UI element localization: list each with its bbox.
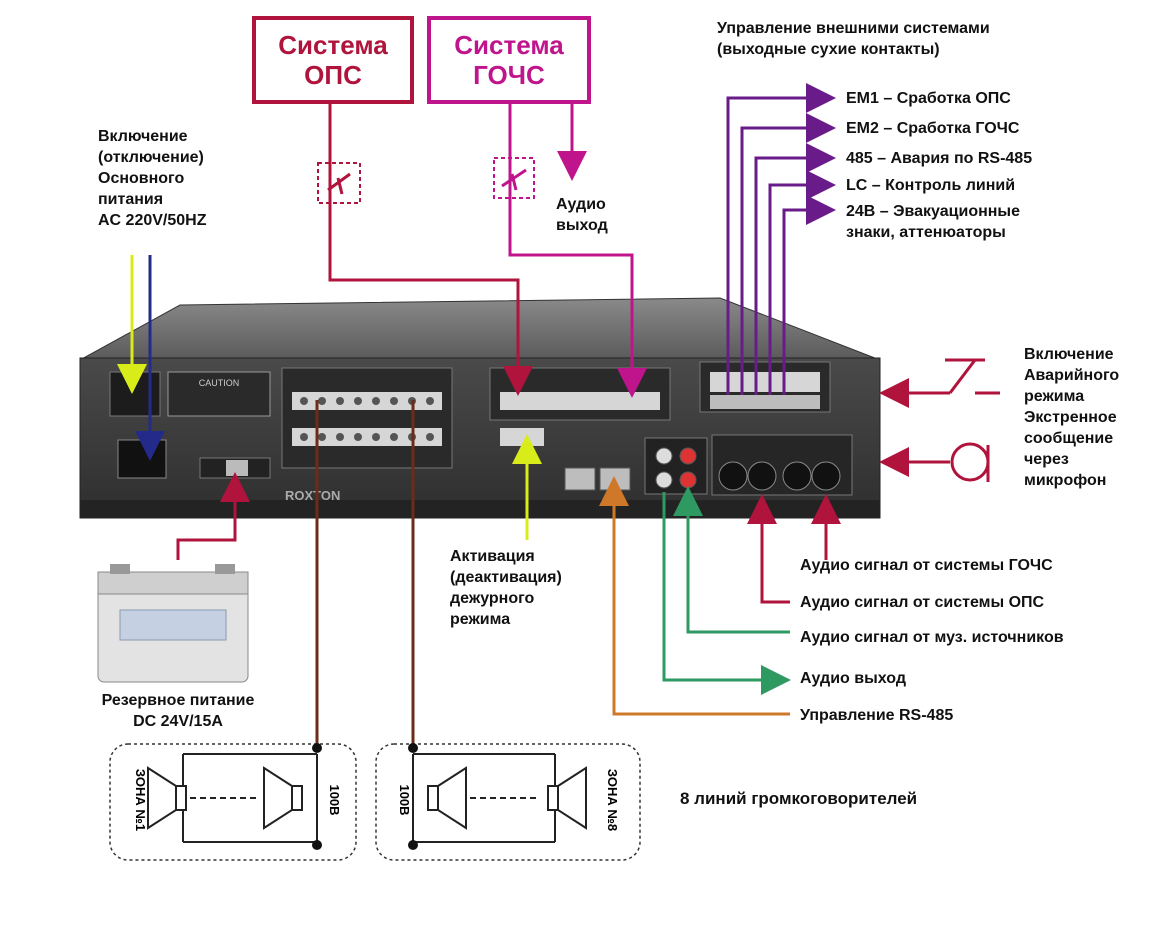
ops-wire [328, 102, 533, 396]
audio-out-top-label: Аудио выход [556, 196, 608, 234]
backup-power-label: Резервное питание DC 24V/15A [101, 692, 255, 730]
zone8-node-top [408, 743, 418, 753]
zone-terminal-screws [300, 397, 434, 441]
gochs-contact-icon [501, 168, 527, 191]
evac-label: 24В – Эвакуационные знаки, аттенюаторы [846, 203, 1020, 241]
ops-system-label: Система ОПС [278, 30, 388, 90]
em1-label: EM1 – Сработка ОПС [846, 90, 1011, 107]
dry-contact-wires [726, 83, 836, 395]
gochs-switch-icon [493, 157, 535, 199]
ops-system-box-frame [252, 16, 414, 104]
emergency-mode-label: Включение Аварийного режима Экстренное с… [1024, 346, 1120, 489]
audio-out-wire [662, 492, 791, 695]
zone8-group [375, 743, 641, 861]
standby-mode-label: Активация (деактивация) дежурного режима [450, 548, 562, 628]
gochs-system-label: Система ГОЧС [454, 30, 564, 90]
zone1-label: ЗОНА №1 [133, 769, 148, 831]
zone1-group [109, 743, 357, 861]
voltage-right-label: 100В [397, 784, 412, 815]
battery-icon [97, 564, 249, 683]
speaker-lines-label: 8 линий громкоговорителей [680, 789, 918, 808]
rs485-wire [599, 476, 790, 716]
main-power-label: Включение (отключение) Основного питания… [98, 128, 207, 229]
zone1-speakers-icon [147, 753, 318, 843]
ops-contact-icon [327, 172, 351, 195]
battery-wire [176, 472, 250, 560]
microphone-icon [879, 442, 990, 482]
svg-text:ROXTON: ROXTON [285, 488, 340, 503]
zone1-node-bottom [312, 840, 322, 850]
gochs-wires [508, 102, 647, 398]
emergency-switch-icon [879, 358, 1000, 408]
ops-switch-icon [317, 162, 361, 204]
lc-label: LC – Контроль линий [846, 177, 1016, 194]
audio-out-label: Аудио выход [800, 670, 906, 687]
em2-label: EM2 – Сработка ГОЧС [846, 120, 1020, 137]
gochs-system-box-frame [427, 16, 591, 104]
audio-gochs-label: Аудио сигнал от системы ГОЧС [800, 557, 1053, 574]
zone8-speakers-icon [412, 753, 587, 843]
ops-audio-wire [747, 494, 790, 604]
audio-music-label: Аудио сигнал от муз. источников [800, 629, 1064, 646]
audio-ops-label: Аудио сигнал от системы ОПС [800, 594, 1045, 611]
voltage-left-label: 100В [327, 784, 342, 815]
amplifier-device: CAUTION ROXTON [79, 297, 881, 519]
zone1-node-top [312, 743, 322, 753]
rs485-label: Управление RS-485 [800, 707, 954, 724]
external-control-heading: Управление внешними системами (выходные … [717, 20, 990, 58]
zone8-label: ЗОНА №8 [605, 769, 620, 831]
zone8-node-bottom [408, 840, 418, 850]
alarm485-label: 485 – Авария по RS-485 [846, 150, 1033, 167]
svg-text:CAUTION: CAUTION [199, 378, 240, 388]
music-audio-wire [673, 486, 790, 634]
